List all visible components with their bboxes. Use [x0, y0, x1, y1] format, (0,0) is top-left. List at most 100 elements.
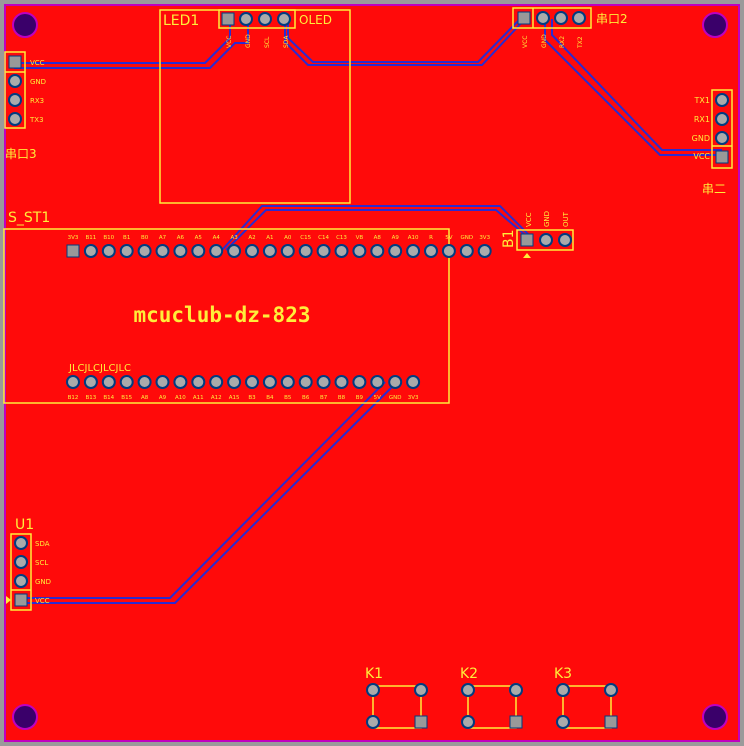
- switch-pin: [604, 715, 618, 729]
- stm32-pin-label: A4: [213, 235, 221, 241]
- stm32-pin: [352, 375, 367, 389]
- u1-pin: [14, 555, 28, 569]
- stm32-pin: [155, 375, 170, 389]
- uart-er-ref: 串二: [702, 182, 726, 196]
- oled-header: [218, 9, 296, 29]
- uart3-pin-label: TX3: [29, 116, 44, 124]
- uart2-outline: [512, 7, 592, 29]
- stm32-pin-label: A12: [211, 395, 222, 401]
- stm32-pin: [316, 375, 331, 389]
- stm32-pin: [280, 375, 295, 389]
- stm32-pin: [406, 375, 421, 389]
- oled-pin: [258, 12, 272, 26]
- jlc-mark: JLCJLCJLCJLC: [68, 363, 131, 374]
- uart3-pin: [8, 93, 22, 107]
- stm32-pin: [477, 244, 492, 258]
- mounting-hole: [12, 704, 38, 730]
- stm32-pin-label: C15: [300, 235, 311, 241]
- b1-pin-label: OUT: [562, 211, 570, 227]
- stm32-pin: [66, 244, 80, 258]
- b1-outline: [516, 229, 574, 251]
- stm32-pin-label: B11: [86, 235, 97, 241]
- stm32-pin: [334, 244, 349, 258]
- u1-pin: [14, 593, 28, 607]
- switch-k1: K1: [365, 666, 428, 729]
- stm32-pin-label: B5: [284, 395, 292, 401]
- oled-module: LED1 OLED VCC GND SCL SDA: [159, 9, 351, 204]
- stm32-pin-label: R: [429, 235, 433, 241]
- stm32-pin: [83, 244, 98, 258]
- switch-pin: [556, 715, 570, 729]
- uart-er-pin-label: VCC: [693, 152, 710, 161]
- stm32-pin-label: 3V3: [479, 235, 490, 241]
- stm32-pin: [245, 375, 259, 389]
- stm32-pin-label: A9: [392, 235, 400, 241]
- stm32-pin: [173, 244, 188, 258]
- stm32-pin-label: B7: [320, 395, 328, 401]
- switch-k2: K2: [460, 666, 523, 729]
- stm32-pin-label: C13: [336, 235, 347, 241]
- stm32-pin-label: B3: [248, 395, 256, 401]
- oled-pin-label: SCL: [264, 36, 271, 48]
- switch-ref: K1: [365, 666, 383, 682]
- switch-ref: K2: [460, 666, 478, 682]
- stm32-pin: [119, 375, 134, 389]
- stm32-pin-label: B8: [338, 395, 346, 401]
- stm32-pin-label: A9: [159, 395, 167, 401]
- uart3-pin: [8, 74, 22, 88]
- stm32-pin-label: 5V: [445, 235, 452, 241]
- stm32-pin: [227, 244, 242, 258]
- uart-er-pin-label: TX1: [694, 96, 710, 105]
- stm32-pin: [316, 244, 331, 258]
- u1-pin: [14, 536, 28, 550]
- stm32-pin: [388, 375, 403, 389]
- switch-pin: [604, 683, 618, 697]
- u1-pin-label: SCL: [35, 559, 48, 567]
- board-title: mcuclub-dz-823: [133, 303, 310, 327]
- uart3-ref: 串口3: [5, 147, 37, 161]
- oled-pin-label: SDA: [283, 35, 290, 48]
- stm32-pin-label: B15: [121, 395, 132, 401]
- b1-pin-label: VCC: [525, 212, 533, 227]
- stm32-pin: [406, 244, 421, 258]
- stm32-pin-label: A5: [195, 235, 203, 241]
- board-copper: [4, 4, 740, 742]
- b1-pin: [520, 233, 534, 247]
- stm32-pin-label: A2: [248, 235, 255, 241]
- u1-pin-label: GND: [35, 578, 51, 586]
- oled-name: OLED: [299, 13, 332, 27]
- stm32-pin: [352, 244, 367, 258]
- pin1-marker: [6, 596, 11, 604]
- stm32-outline: [3, 228, 450, 404]
- stm32-pin-label: A1: [266, 235, 273, 241]
- uart2-pin: [554, 11, 568, 25]
- uart3-pin-label: RX3: [30, 97, 44, 105]
- b1-pin: [539, 233, 553, 247]
- uart2-pin-label: RX2: [559, 36, 566, 48]
- uart-er-pin-label: RX1: [694, 115, 710, 124]
- u1-ref: U1: [15, 517, 34, 533]
- switch-k3: K3: [554, 666, 618, 729]
- stm32-pin-label: B0: [141, 235, 149, 241]
- uart-er-pin-label: GND: [692, 134, 710, 143]
- uart2-header: 串口2 VCC GND RX2 TX2: [512, 7, 628, 49]
- stm32-pin: [424, 244, 438, 258]
- switch-pin: [556, 683, 570, 697]
- oled-pin: [221, 12, 235, 26]
- stm32-pin: [441, 244, 456, 258]
- stm32-pin-label: B9: [356, 395, 364, 401]
- uart3-pin-label: GND: [30, 78, 46, 86]
- uart2-pin: [517, 11, 531, 25]
- uart3-header: VCC GND RX3 TX3 串口3: [4, 51, 46, 161]
- mounting-hole: [12, 12, 38, 38]
- switch-pin: [366, 715, 380, 729]
- u1-pin-label: SDA: [35, 540, 50, 548]
- stm32-pin-label: GND: [460, 235, 473, 241]
- stm32-pin-label: A6: [177, 235, 185, 241]
- stm32-pin-label: B4: [266, 395, 274, 401]
- stm32-pin-label: B12: [68, 395, 79, 401]
- switch-pin: [366, 683, 380, 697]
- stm32-pin-label: B6: [302, 395, 310, 401]
- stm32-pin: [101, 244, 116, 258]
